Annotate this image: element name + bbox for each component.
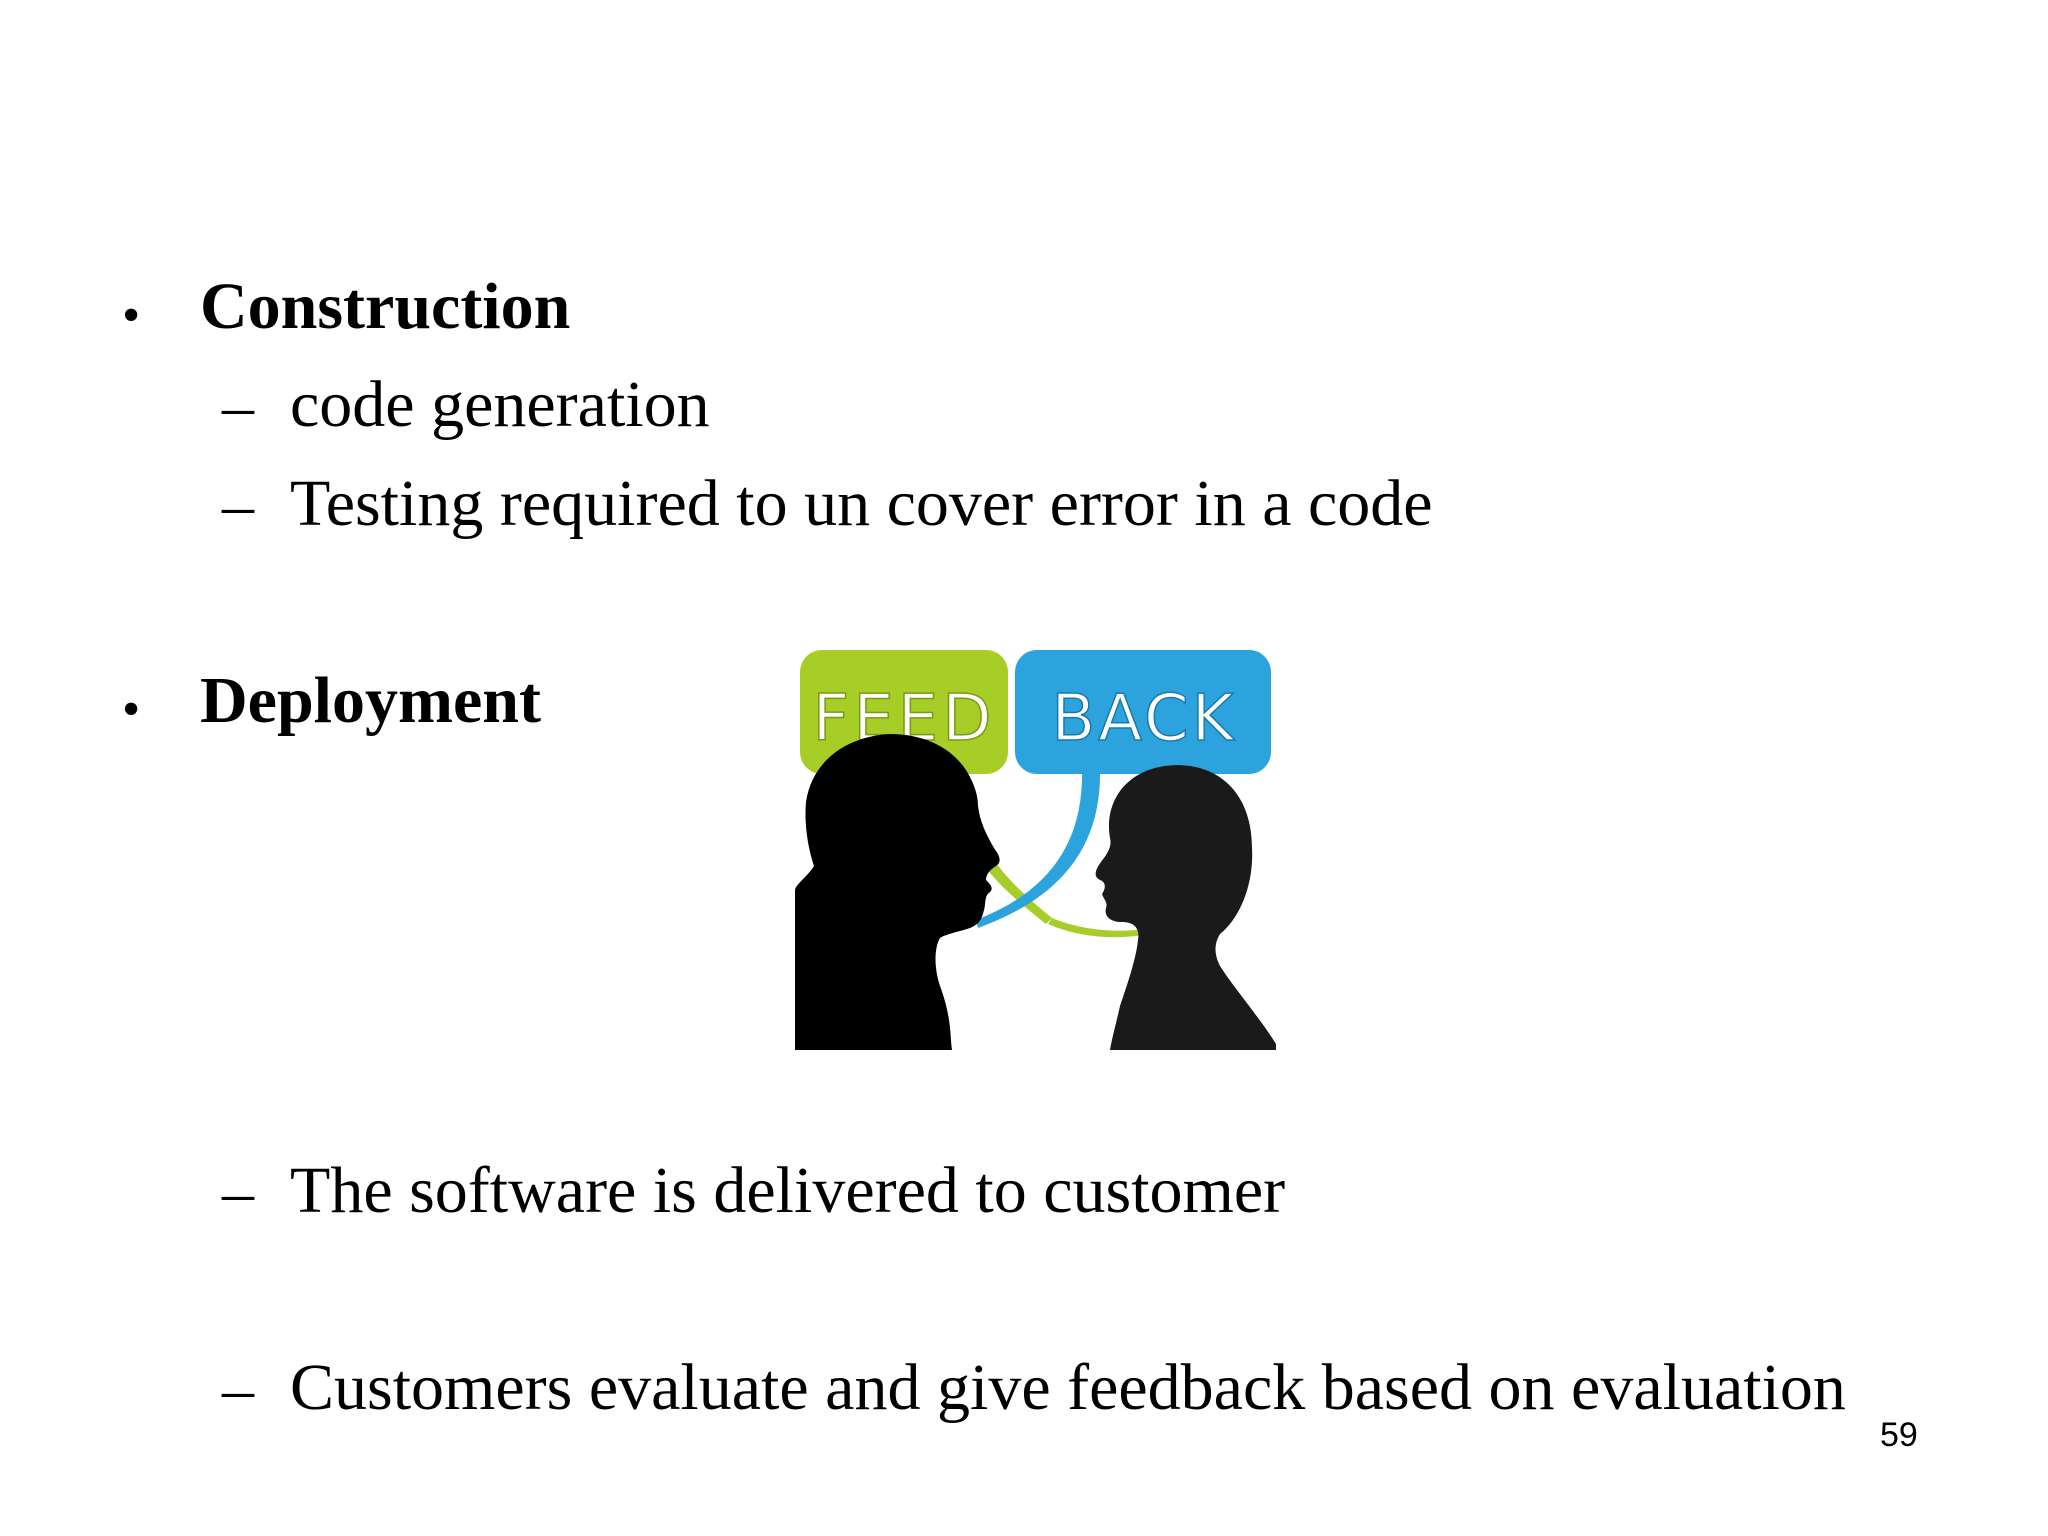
subitem-code-generation: code generation bbox=[290, 368, 710, 441]
back-speech-bubble bbox=[1015, 650, 1271, 774]
bullet-deployment: Deployment bbox=[200, 664, 541, 737]
subitem-customers-evaluate: Customers evaluate and give feedback bas… bbox=[290, 1351, 1846, 1424]
feed-text: FEED bbox=[813, 682, 996, 756]
woman-silhouette bbox=[1095, 765, 1276, 1050]
man-silhouette bbox=[795, 734, 1000, 1050]
feedback-illustration: FEED BACK bbox=[795, 650, 1276, 1050]
subitem-dash: – bbox=[222, 1353, 254, 1424]
subitem-dash: – bbox=[222, 1156, 254, 1227]
page-number: 59 bbox=[1880, 1416, 1918, 1454]
bullet-deployment-mark: • bbox=[122, 681, 141, 738]
subitem-software-delivered: The software is delivered to customer bbox=[290, 1154, 1286, 1227]
back-bubble-tail bbox=[976, 768, 1101, 928]
back-text: BACK bbox=[1051, 682, 1236, 756]
bullet-construction-mark: • bbox=[122, 287, 141, 344]
subitem-testing: Testing required to un cover error in a … bbox=[290, 467, 1433, 540]
subitem-dash: – bbox=[222, 469, 254, 540]
bullet-construction: Construction bbox=[200, 270, 571, 343]
subitem-dash: – bbox=[222, 370, 254, 441]
